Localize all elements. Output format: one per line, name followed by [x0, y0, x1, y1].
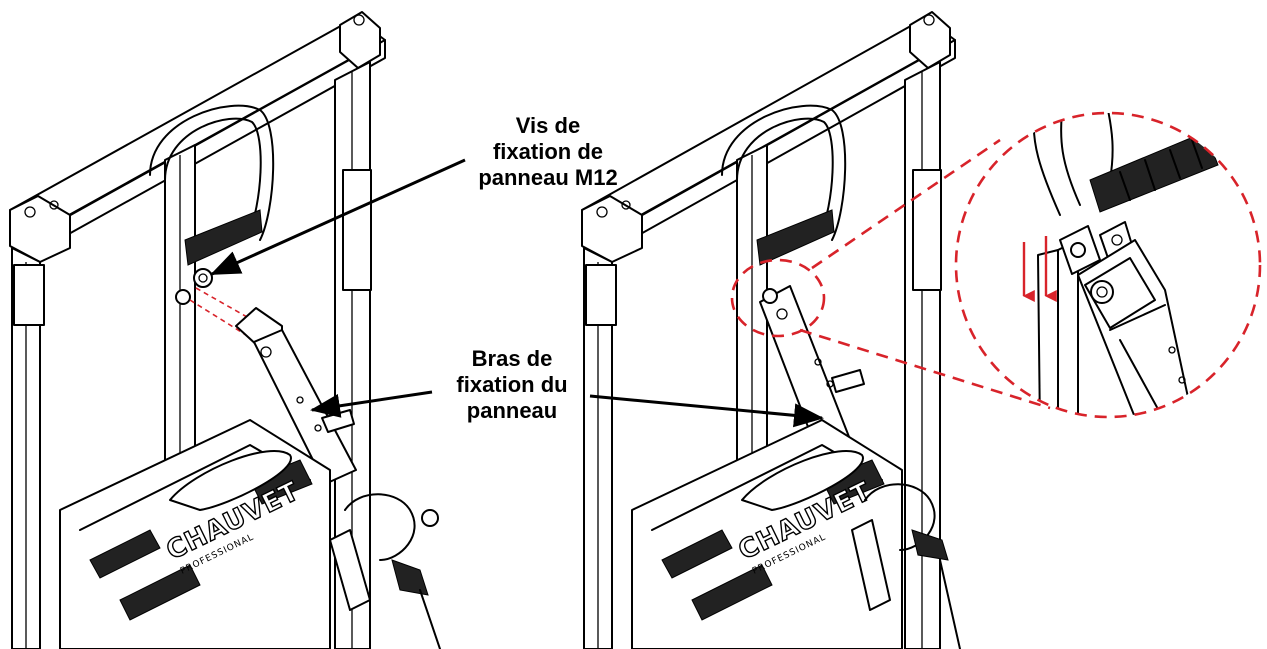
detail-connector-bottom — [799, 328, 1051, 410]
right-frame-top-bar — [581, 11, 956, 263]
left-clamp — [329, 493, 441, 649]
detail-zoom-circle — [954, 111, 1262, 419]
callout-mount-screw: Vis de fixation de panneau M12 — [478, 113, 617, 190]
leader-arm-right — [589, 394, 824, 428]
right-panel-body: CHAUVET PROFESSIONAL — [631, 419, 903, 649]
right-frame-rail-right — [904, 61, 942, 649]
right-frame-rail-mid — [736, 144, 768, 481]
leader-mount-screw — [210, 158, 466, 276]
left-panel-body: CHAUVET PROFESSIONAL — [59, 419, 331, 649]
left-frame-rail-right — [334, 61, 372, 649]
detail-source-circle — [730, 258, 826, 338]
callout-arm: Bras de fixation du panneau — [456, 346, 567, 423]
left-handle — [149, 104, 275, 266]
right-illustration: CHAUVET PROFESSIONAL — [581, 11, 1051, 649]
left-illustration: CHAUVET PROFESSIONAL — [9, 11, 441, 649]
left-frame-rail-left — [11, 247, 45, 649]
right-handle — [721, 104, 847, 266]
detail-connector-top — [811, 138, 1001, 270]
right-clamp — [851, 483, 961, 649]
callout-mount-screw-line-1: Vis de — [516, 113, 580, 138]
callout-arm-line-2: fixation du — [456, 372, 567, 397]
leader-arm-left — [310, 390, 433, 418]
left-mounting-arm — [235, 307, 357, 485]
detail-zoom-view — [954, 111, 1262, 419]
left-mount-screw — [175, 268, 213, 305]
callout-mount-screw-line-2: fixation de — [493, 139, 603, 164]
right-frame-rail-left — [583, 247, 617, 649]
left-frame-top-bar — [9, 11, 386, 263]
callout-arm-line-3: panneau — [467, 398, 557, 423]
callout-arm-line-1: Bras de — [472, 346, 553, 371]
callout-mount-screw-line-3: panneau M12 — [478, 165, 617, 190]
left-frame-rail-mid — [164, 144, 196, 481]
